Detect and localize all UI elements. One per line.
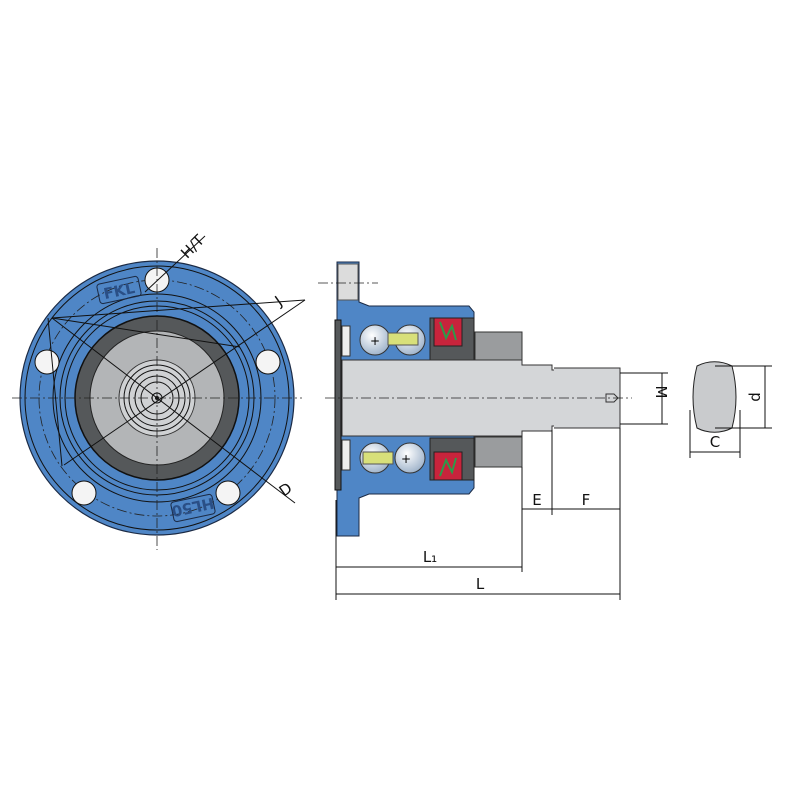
shaft-profile-view: d C: [689, 361, 772, 458]
svg-text:+: +: [401, 452, 411, 466]
spacer-top: [474, 331, 523, 363]
section-view: + + M E F L₁ L: [318, 261, 670, 600]
shaft-cross-section: [692, 361, 737, 433]
label-d-outer: D: [276, 479, 296, 500]
label-l1: L₁: [423, 548, 437, 566]
label-m: M: [652, 386, 670, 399]
label-l: L: [476, 575, 485, 593]
label-f: F: [582, 491, 591, 509]
bolt-hole: [255, 349, 281, 375]
svg-text:+: +: [370, 334, 380, 348]
label-d-flat: d: [746, 392, 764, 402]
bolt-hole: [71, 480, 97, 506]
bolt-circle: [38, 279, 276, 517]
front-view: FKL HL50 H/T J D: [12, 231, 306, 550]
bolt-hole: [34, 349, 60, 375]
spacer-bottom: [474, 436, 523, 468]
bolt-hole: [215, 480, 241, 506]
bearing-balls: + +: [359, 324, 426, 474]
label-e: E: [532, 491, 541, 509]
label-c: C: [710, 433, 720, 451]
